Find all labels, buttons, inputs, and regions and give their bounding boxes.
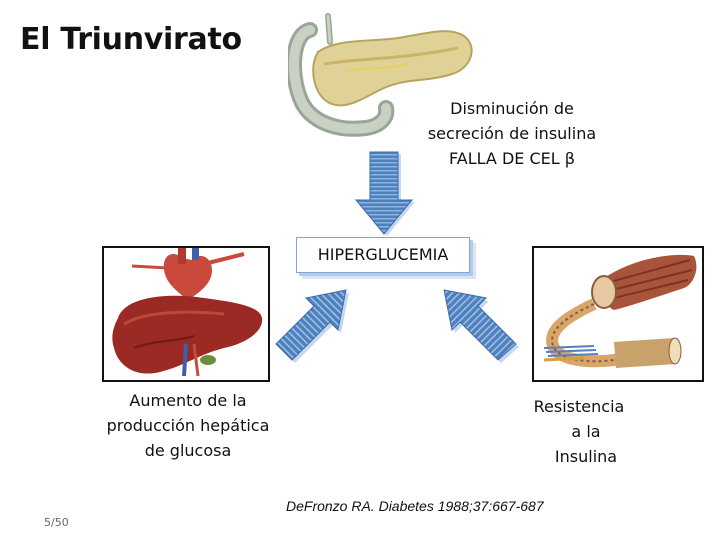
right-diagonal-arrow	[432, 284, 522, 364]
left-caption: Aumento de la producción hepática de glu…	[90, 388, 286, 463]
right-caption-line: a la	[571, 422, 601, 441]
right-caption: Resistencia a la Insulina	[514, 394, 644, 469]
right-caption-line: Insulina	[554, 447, 618, 466]
pancreas-icon	[286, 13, 473, 137]
pancreas-image	[286, 12, 484, 142]
liver-image	[102, 246, 270, 382]
page-number: 5/50	[44, 516, 69, 529]
right-caption-line: Resistencia	[533, 397, 625, 416]
muscle-image	[532, 246, 704, 382]
top-caption-line: secreción de insulina	[427, 124, 597, 143]
top-caption-line: FALLA DE CEL β	[449, 149, 575, 168]
left-caption-line: Aumento de la	[129, 391, 247, 410]
liver-heart-icon	[112, 248, 263, 377]
hyperglycemia-box: HIPERGLUCEMIA	[296, 237, 470, 273]
left-diagonal-arrow	[270, 284, 352, 364]
slide-title: El Triunvirato	[20, 22, 242, 57]
left-caption-line: producción hepática	[106, 416, 270, 435]
diagonal-arrow-up-left-icon	[443, 289, 519, 363]
top-caption-line: Disminución de	[450, 99, 574, 118]
left-caption-line: de glucosa	[144, 441, 232, 460]
top-caption: Disminución de secreción de insulina FAL…	[412, 96, 612, 171]
down-arrow-icon	[354, 151, 415, 236]
reference-citation: DeFronzo RA. Diabetes 1988;37:667-687	[286, 498, 544, 514]
muscle-fiber-icon	[543, 254, 697, 368]
diagonal-arrow-up-right-icon	[275, 289, 349, 363]
down-arrow	[352, 150, 416, 236]
